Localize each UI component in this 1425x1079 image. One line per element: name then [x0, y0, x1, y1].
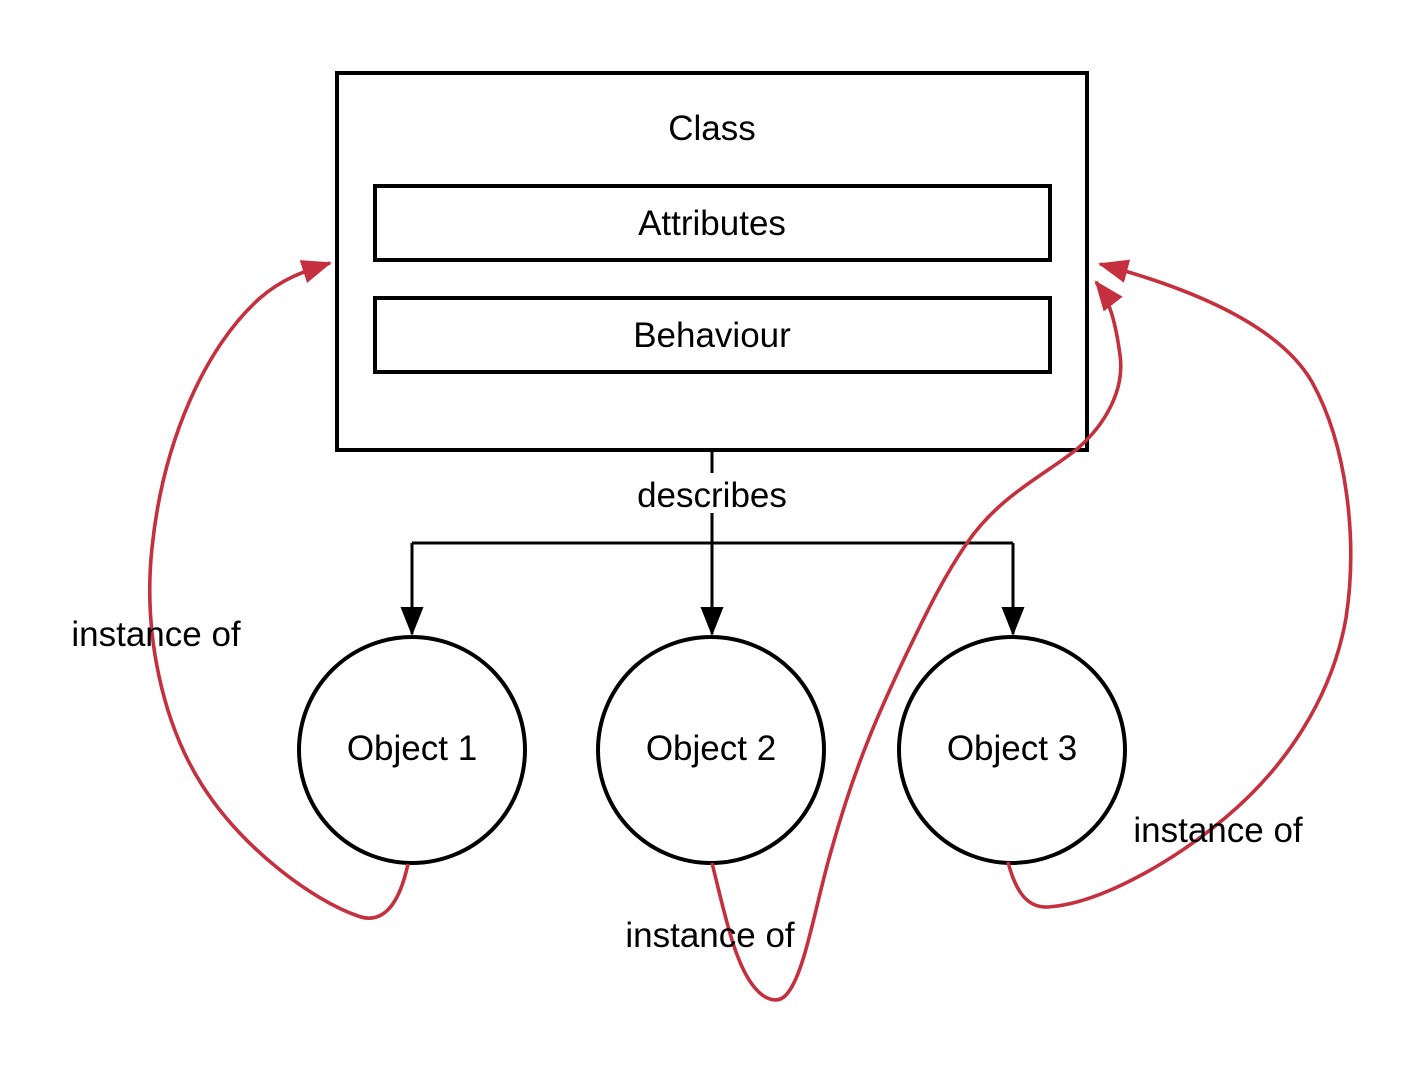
instance-of-label-right: instance of	[1133, 811, 1303, 850]
object-2-label: Object 2	[646, 729, 776, 768]
instance-of-curve-object2	[710, 280, 1123, 1002]
attributes-label: Attributes	[638, 204, 786, 243]
instance-of-label-bottom: instance of	[625, 916, 795, 955]
describes-label-background	[636, 473, 790, 513]
object-3-label: Object 3	[947, 729, 1077, 768]
attributes-compartment	[373, 184, 1052, 262]
object-2-node	[596, 635, 826, 865]
instance-of-label-left: instance of	[71, 615, 241, 654]
behaviour-compartment	[373, 296, 1052, 374]
class-title: Class	[668, 109, 756, 148]
behaviour-label: Behaviour	[633, 316, 791, 355]
object-1-label: Object 1	[347, 729, 477, 768]
describes-label: describes	[637, 476, 787, 515]
instance-of-curve-object3	[1006, 259, 1353, 909]
object-1-node	[297, 635, 527, 865]
instance-of-curve-object1	[148, 260, 410, 920]
object-3-node	[897, 635, 1127, 865]
